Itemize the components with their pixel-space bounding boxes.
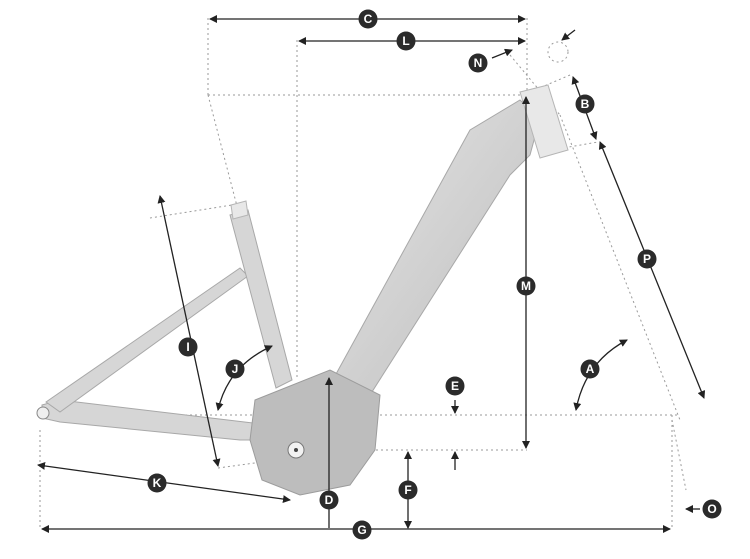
- label-G: G: [352, 520, 372, 540]
- label-A: A: [580, 359, 600, 379]
- label-E: E: [445, 376, 465, 396]
- label-B: B: [575, 94, 595, 114]
- svg-text:O: O: [707, 502, 716, 516]
- svg-text:I: I: [186, 340, 189, 354]
- svg-text:M: M: [521, 279, 531, 293]
- label-O: O: [702, 499, 722, 519]
- label-I: I: [178, 337, 198, 357]
- svg-text:K: K: [153, 476, 162, 490]
- label-N: N: [468, 53, 488, 73]
- label-K: K: [147, 473, 167, 493]
- svg-text:G: G: [357, 523, 366, 537]
- label-P: P: [637, 249, 657, 269]
- label-D: D: [319, 490, 339, 510]
- label-C: C: [358, 9, 378, 29]
- label-F: F: [398, 480, 418, 500]
- svg-text:C: C: [364, 12, 373, 26]
- label-J: J: [225, 359, 245, 379]
- svg-text:N: N: [474, 56, 483, 70]
- svg-text:B: B: [581, 97, 590, 111]
- svg-text:E: E: [451, 379, 459, 393]
- label-L: L: [396, 31, 416, 51]
- svg-text:F: F: [404, 483, 411, 497]
- svg-text:L: L: [402, 34, 409, 48]
- svg-text:D: D: [325, 493, 334, 507]
- svg-text:A: A: [586, 362, 595, 376]
- bike-frame: [36, 84, 569, 496]
- svg-text:P: P: [643, 252, 651, 266]
- svg-text:J: J: [232, 362, 239, 376]
- label-M: M: [516, 276, 536, 296]
